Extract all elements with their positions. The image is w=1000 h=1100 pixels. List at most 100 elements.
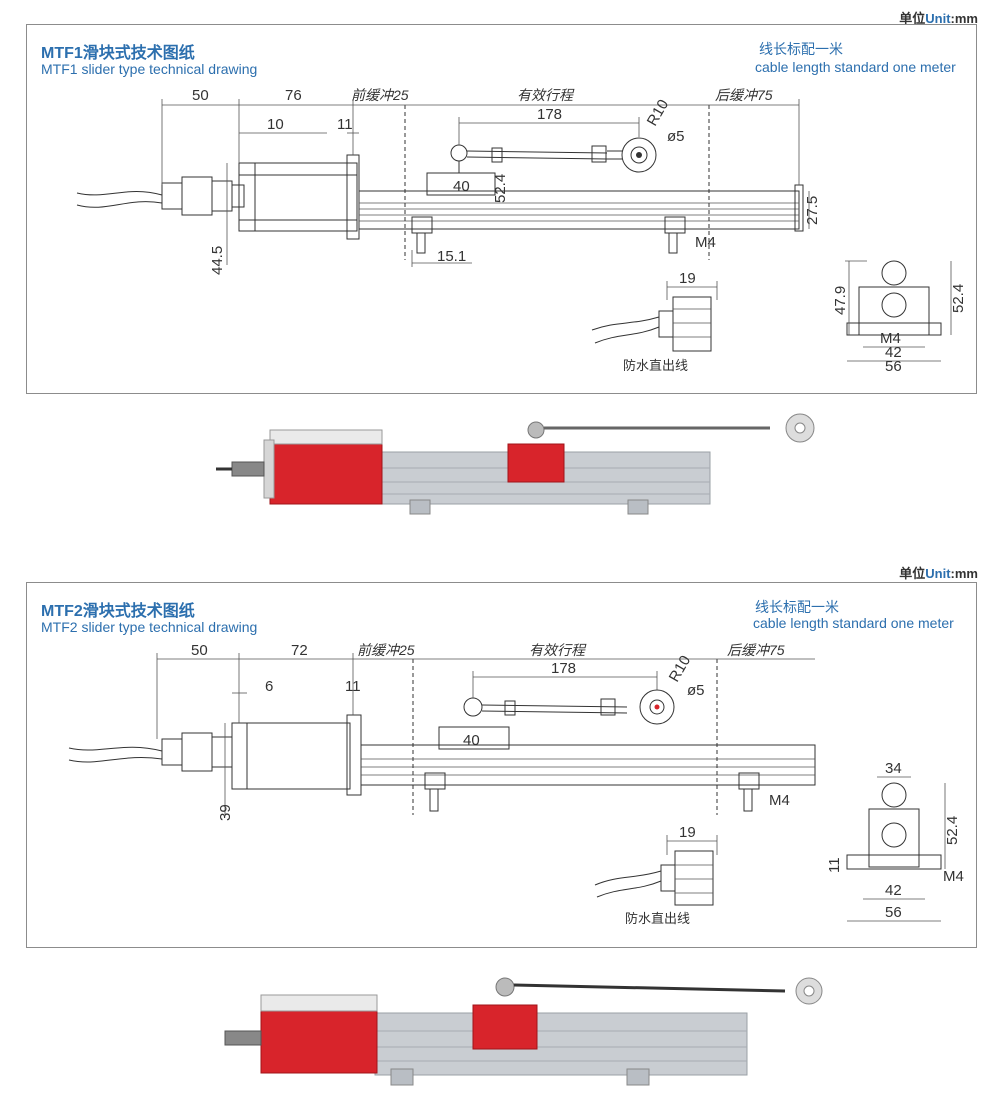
unit-en: Unit [925,566,951,581]
side-dim-42: 42 [885,344,902,361]
dim-m4: M4 [695,234,716,251]
dim-178: 178 [537,106,562,123]
dim-40: 40 [453,178,470,195]
housing-outline [238,162,358,232]
dim-6: 6 [265,678,273,695]
unit-suffix: :mm [950,566,978,581]
mount-foot-left [424,772,446,790]
rail-outline [358,190,800,230]
cable-note-cn: 线长标配一米 [759,41,843,57]
side-dim-47-9: 47.9 [832,286,849,315]
mtf1-product-illustration [216,413,815,515]
wp-cable [594,870,662,886]
dim-72: 72 [291,642,308,659]
dim-effective-stroke: 有效行程 [529,642,587,658]
connector-tip [231,184,245,208]
side-view-ball [881,782,907,808]
mtf1-technical-drawing: 50 76 前缓冲25 有效行程 后缓冲75 10 11 178 R10 ø5 … [76,87,967,375]
dim-50: 50 [191,642,208,659]
dim-40: 40 [463,732,480,749]
panel-subtitle: MTF1 slider type technical drawing [41,61,258,77]
cable-note-en: cable length standard one meter [755,59,956,75]
side-dim-56: 56 [885,358,902,375]
mtf2-product-illustration [224,977,823,1086]
red-slider [472,1004,538,1050]
connector-body [161,182,183,210]
dim-10: 10 [267,116,284,133]
cable-note-cn: 线长标配一米 [755,599,839,615]
side-view-body [858,286,930,336]
unit-prefix: 单位 [899,566,926,581]
unit-label-1: 单位Unit:mm [899,8,978,27]
side-dim-52-4: 52.4 [944,816,961,845]
dim-front-buffer: 前缓冲25 [351,87,409,103]
cable-line [76,190,163,196]
side-dim-34: 34 [885,760,902,777]
unit-label-2: 单位Unit:mm [899,563,978,582]
side-dim-11: 11 [826,857,843,873]
dim-effective-stroke: 有效行程 [517,87,575,103]
cable-line [68,746,163,752]
cable-line-2 [76,201,163,208]
side-view-ball [881,260,907,286]
end-cap [346,714,362,796]
dim-r10: R10 [666,653,694,685]
panel-title: MTF1滑块式技术图纸 [41,45,195,62]
side-view-body [868,808,920,868]
mount-foot-left [411,216,433,234]
dim-11: 11 [337,116,353,133]
side-dim-42: 42 [885,882,902,899]
unit-prefix: 单位 [899,11,926,26]
side-dim-m4: M4 [880,330,901,347]
mtf2-technical-drawing: 50 72 前缓冲25 有效行程 后缓冲75 6 11 178 R10 ø5 4… [68,642,964,926]
waterproof-label: 防水直出线 [623,358,688,373]
dim-r10: R10 [644,97,672,129]
connector-nut [181,732,213,772]
dim-phi5: ø5 [667,128,685,145]
slider-block [438,726,510,750]
dim-phi5: ø5 [687,682,705,699]
side-dim-m4: M4 [943,868,964,885]
dim-27-5: 27.5 [804,196,821,225]
dim-11: 11 [345,678,361,695]
drawing-panel-mtf1: MTF1滑块式技术图纸 MTF1 slider type technical d… [26,24,977,394]
ball-joint [450,144,468,162]
dim-19: 19 [679,270,696,287]
pull-rod [513,983,786,993]
dim-76: 76 [285,87,302,104]
mount-foot-right [738,772,760,790]
dim-front-buffer: 前缓冲25 [357,642,415,658]
slider-block [426,172,496,196]
mount-foot-right [664,216,686,234]
connector-ring [211,180,233,212]
dim-rear-buffer: 后缓冲75 [727,642,785,658]
unit-suffix: :mm [950,11,978,26]
dim-52-4: 52.4 [492,174,509,203]
dim-m4: M4 [769,792,790,809]
rail-body [374,1012,748,1076]
side-dim-52-4: 52.4 [950,284,967,313]
dim-15-1: 15.1 [437,248,466,265]
dim-19: 19 [679,824,696,841]
rail-outline [360,744,816,786]
wp-connector [672,296,712,352]
waterproof-label: 防水直出线 [625,911,690,926]
panel-subtitle: MTF2 slider type technical drawing [41,619,258,635]
red-slider [507,443,565,483]
rod-end-eye [621,137,657,173]
panel-title: MTF2滑块式技术图纸 [41,603,195,620]
dim-rear-buffer: 后缓冲75 [715,87,773,103]
unit-en: Unit [925,11,951,26]
dim-50: 50 [192,87,209,104]
dim-44-5: 44.5 [209,246,226,275]
side-dim-56: 56 [885,904,902,921]
drawing-panel-mtf2: MTF2滑块式技术图纸 MTF2 slider type technical d… [26,582,977,948]
dim-39: 39 [217,804,234,821]
wp-connector [674,850,714,906]
cable-note-en: cable length standard one meter [753,615,954,631]
housing-outline [231,722,351,790]
connector-nut [181,176,213,216]
wp-cable [591,316,660,331]
dim-178: 178 [551,660,576,677]
ball-joint [463,697,483,717]
